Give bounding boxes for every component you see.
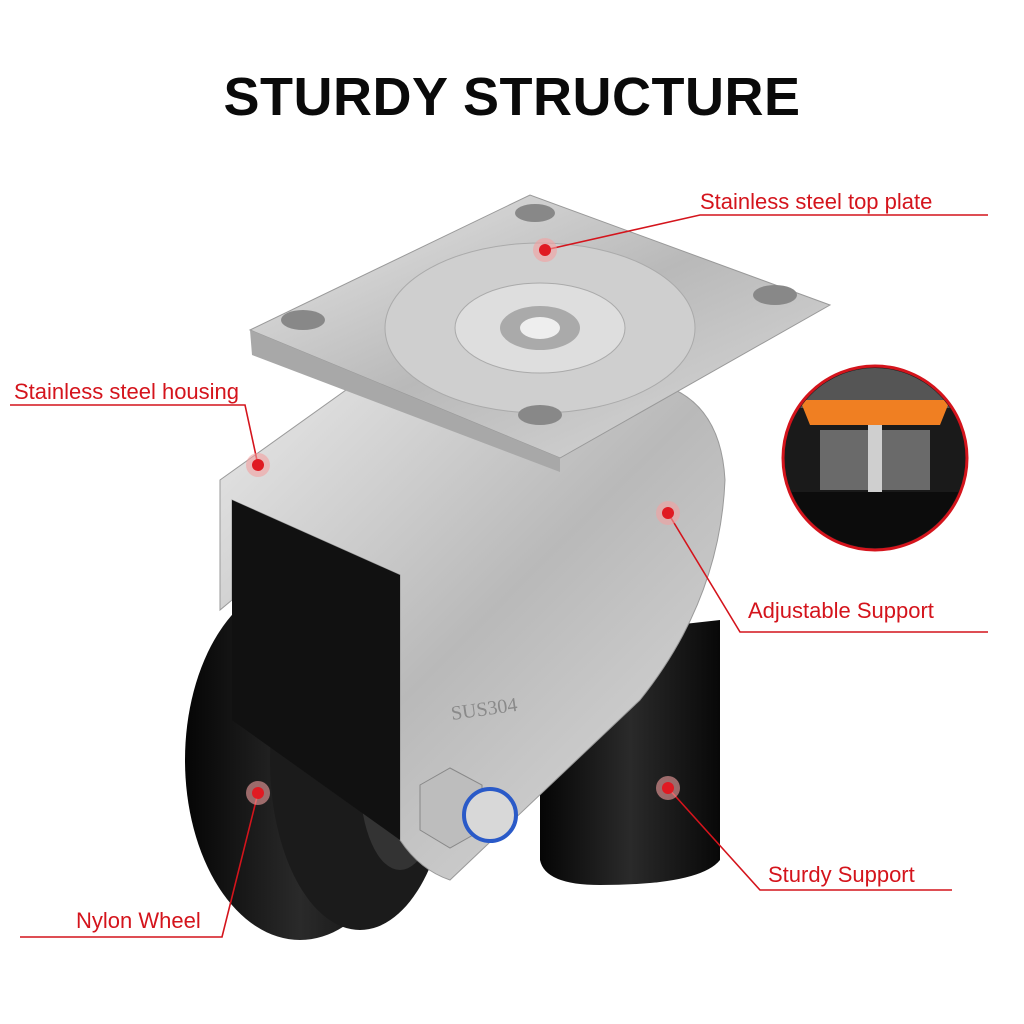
callout-adjustable-support: Adjustable Support xyxy=(748,598,934,623)
page-title: STURDY STRUCTURE xyxy=(223,67,801,127)
callout-top-plate: Stainless steel top plate xyxy=(700,189,933,214)
top-plate xyxy=(248,194,832,472)
callout-lines xyxy=(10,214,988,938)
callout-dots xyxy=(246,238,680,805)
callout-nylon-wheel: Nylon Wheel xyxy=(76,908,201,933)
callout-sturdy-support: Sturdy Support xyxy=(768,862,915,887)
callout-housing: Stainless steel housing xyxy=(14,379,240,404)
steel-housing: SUS304 xyxy=(219,379,726,881)
adjustable-support-detail-inset xyxy=(781,364,969,552)
